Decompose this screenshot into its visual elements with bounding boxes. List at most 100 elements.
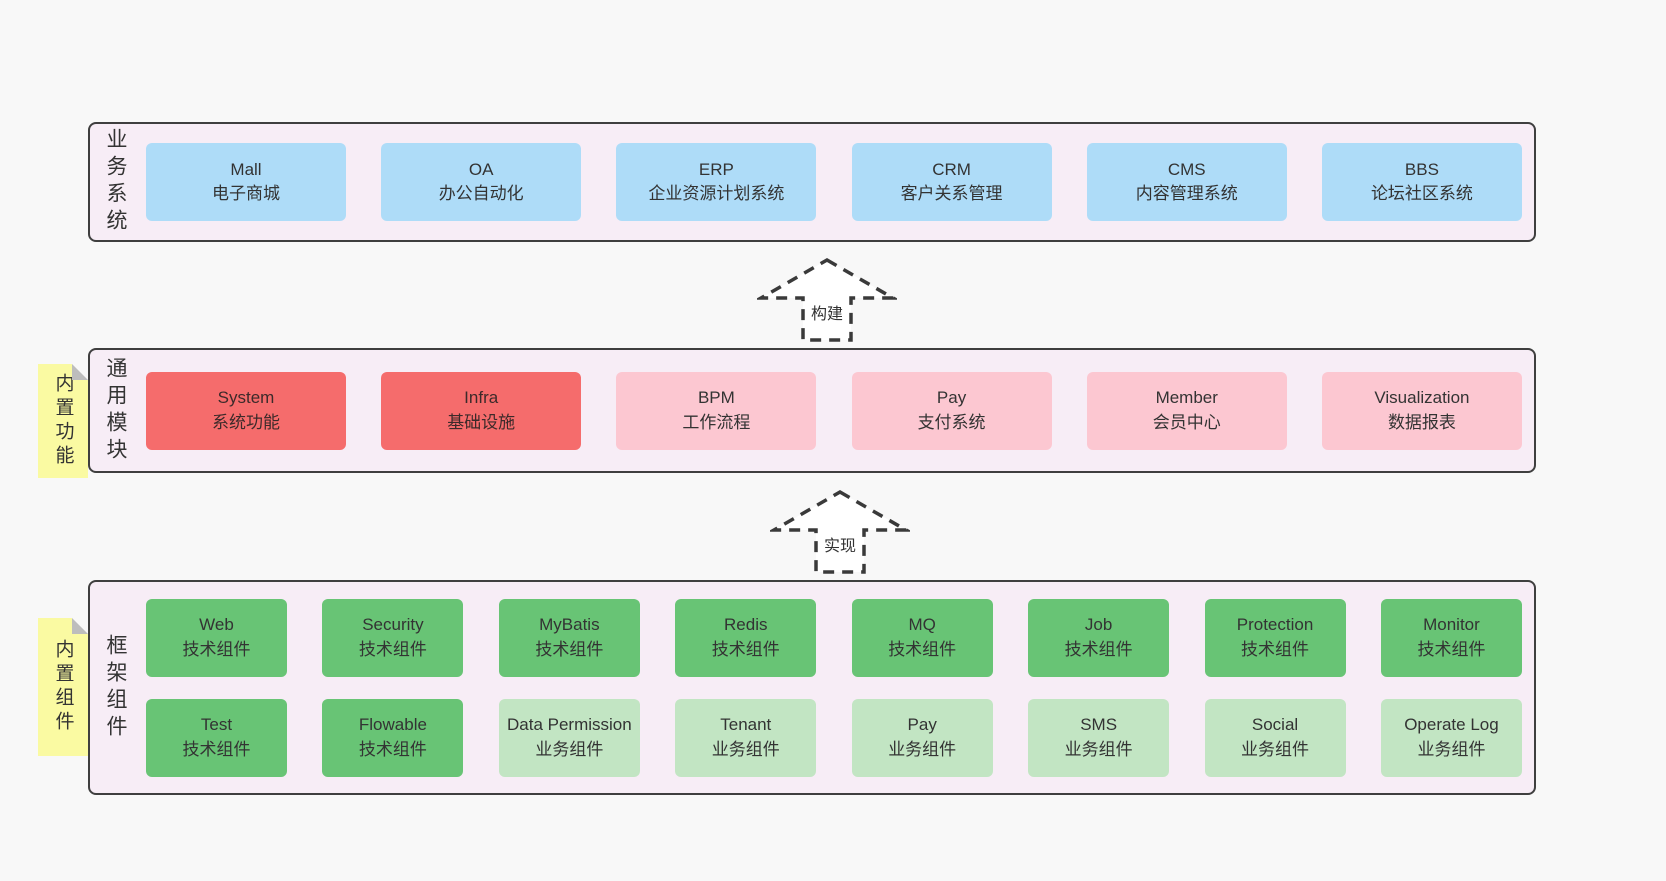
- box-subtitle-zh: 技术组件: [182, 739, 251, 759]
- box-title-en: Pay: [936, 388, 967, 408]
- box-title-en: Web: [199, 615, 234, 635]
- box-title-en: MQ: [908, 615, 936, 635]
- box-subtitle-zh: 内容管理系统: [1135, 184, 1238, 203]
- diagram-box-bbs: BBS 论坛社区系统: [1321, 143, 1522, 221]
- box-title-en: BBS: [1404, 159, 1439, 179]
- box-subtitle-zh: 技术组件: [1064, 639, 1133, 659]
- box-title-en: Redis: [724, 615, 768, 635]
- box-subtitle-zh: 论坛社区系统: [1370, 184, 1473, 203]
- diagram-box-flowable: Flowable 技术组件: [322, 698, 464, 777]
- box-title-en: Protection: [1236, 615, 1314, 635]
- box-title-en: CRM: [932, 159, 971, 179]
- box-title-en: Security: [362, 615, 424, 635]
- box-subtitle-zh: 数据报表: [1387, 412, 1456, 432]
- box-subtitle-zh: 业务组件: [711, 739, 780, 759]
- box-title-en: Mall: [230, 159, 262, 179]
- box-subtitle-zh: 业务组件: [535, 739, 604, 759]
- box-title-en: Operate Log: [1404, 715, 1499, 735]
- diagram-box-visualization: Visualization 数据报表: [1321, 371, 1522, 450]
- box-title-en: Monitor: [1423, 615, 1480, 635]
- diagram-box-sms: SMS 业务组件: [1028, 698, 1170, 777]
- panel-components-label: 框架组件: [104, 633, 127, 742]
- box-title-en: Member: [1155, 388, 1218, 408]
- box-subtitle-zh: 办公自动化: [438, 184, 524, 203]
- box-subtitle-zh: 技术组件: [888, 639, 957, 659]
- diagram-box-test: Test 技术组件: [146, 698, 287, 777]
- diagram-box-mall: Mall 电子商城: [146, 143, 346, 221]
- box-title-en: Data Permission: [506, 715, 632, 735]
- box-subtitle-zh: 基础设施: [447, 412, 516, 432]
- sticky-note-text: 内置功能: [52, 373, 74, 469]
- box-title-en: Flowable: [358, 715, 427, 735]
- diagram-box-tenant: Tenant 业务组件: [675, 698, 817, 777]
- box-subtitle-zh: 业务组件: [888, 739, 957, 759]
- box-subtitle-zh: 业务组件: [1417, 739, 1486, 759]
- box-title-en: OA: [468, 159, 494, 179]
- box-subtitle-zh: 支付系统: [917, 412, 986, 432]
- build-arrow-label: 构建: [810, 306, 844, 323]
- diagram-box-monitor: Monitor 技术组件: [1380, 598, 1522, 677]
- sticky-note-text: 内置组件: [52, 639, 74, 735]
- diagram-box-cms: CMS 内容管理系统: [1086, 143, 1287, 221]
- diagram-box-mybatis: MyBatis 技术组件: [498, 598, 640, 677]
- box-title-en: Visualization: [1374, 388, 1470, 408]
- box-title-en: BPM: [697, 388, 735, 408]
- box-subtitle-zh: 技术组件: [535, 639, 604, 659]
- up-arrow-icon: [757, 257, 897, 342]
- diagram-box-web: Web 技术组件: [146, 598, 287, 677]
- box-subtitle-zh: 技术组件: [1417, 639, 1486, 659]
- diagram-box-erp: ERP 企业资源计划系统: [616, 143, 817, 221]
- box-subtitle-zh: 业务组件: [1064, 739, 1133, 759]
- implement-arrow: 实现: [770, 488, 910, 576]
- box-title-en: Infra: [464, 388, 499, 408]
- box-title-en: MyBatis: [539, 615, 600, 635]
- box-title-en: Test: [200, 715, 233, 735]
- panel-business-label: 业务系统: [104, 128, 127, 236]
- diagram-box-job: Job 技术组件: [1028, 598, 1170, 677]
- box-subtitle-zh: 技术组件: [358, 739, 427, 759]
- box-title-en: SMS: [1080, 715, 1118, 735]
- diagram-box-operate-log: Operate Log 业务组件: [1380, 698, 1522, 777]
- box-title-en: CMS: [1167, 159, 1206, 179]
- box-title-en: Job: [1084, 615, 1113, 635]
- implement-arrow-label: 实现: [823, 538, 857, 555]
- box-title-en: ERP: [698, 159, 734, 179]
- diagram-box-social: Social 业务组件: [1204, 698, 1346, 777]
- box-subtitle-zh: 技术组件: [358, 639, 427, 659]
- box-subtitle-zh: 系统功能: [212, 412, 280, 432]
- box-subtitle-zh: 技术组件: [182, 639, 251, 659]
- box-subtitle-zh: 技术组件: [1241, 639, 1310, 659]
- sticky-note-builtin-features: 内置功能: [38, 364, 88, 478]
- panel-modules-label: 通用模块: [104, 356, 127, 465]
- diagram-box-infra: Infra 基础设施: [381, 371, 582, 450]
- box-subtitle-zh: 工作流程: [682, 412, 751, 432]
- box-subtitle-zh: 电子商城: [212, 184, 280, 203]
- diagram-box-data-permission: Data Permission 业务组件: [498, 698, 640, 777]
- box-title-en: Tenant: [720, 715, 772, 735]
- box-title-en: Social: [1251, 715, 1299, 735]
- diagram-box-oa: OA 办公自动化: [381, 143, 582, 221]
- build-arrow: 构建: [757, 256, 897, 344]
- box-subtitle-zh: 技术组件: [711, 639, 780, 659]
- sticky-note-builtin-components: 内置组件: [38, 618, 88, 756]
- up-arrow-icon: [770, 489, 910, 574]
- diagram-box-redis: Redis 技术组件: [675, 598, 817, 677]
- box-subtitle-zh: 企业资源计划系统: [648, 184, 785, 203]
- box-subtitle-zh: 业务组件: [1241, 739, 1310, 759]
- diagram-box-protection: Protection 技术组件: [1204, 598, 1346, 677]
- diagram-box-pay: Pay 支付系统: [851, 371, 1052, 450]
